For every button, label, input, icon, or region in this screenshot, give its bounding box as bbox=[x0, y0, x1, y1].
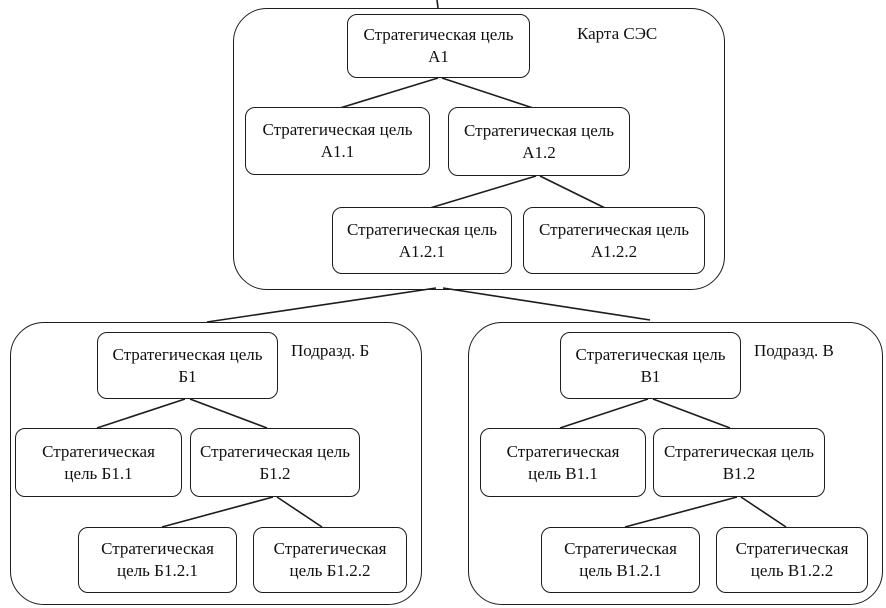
connector-b1-b12 bbox=[189, 398, 268, 429]
connector-v1-v11 bbox=[559, 398, 649, 429]
node-goal-b1-2-1: Стратегическая цель Б1.2.1 bbox=[78, 527, 237, 593]
node-goal-a1-2-2: Стратегическая цель А1.2.2 bbox=[523, 207, 705, 274]
connector-ses-v bbox=[442, 287, 651, 321]
connector-a1-a11 bbox=[339, 77, 439, 109]
node-goal-b1-2-2: Стратегическая цель Б1.2.2 bbox=[253, 527, 407, 593]
connector-b12-b121 bbox=[161, 496, 274, 528]
connector-b12-b122 bbox=[276, 496, 323, 528]
node-goal-v1-2-1: Стратегическая цель В1.2.1 bbox=[541, 527, 700, 593]
node-goal-a1-2-1: Стратегическая цель А1.2.1 bbox=[332, 207, 512, 274]
node-goal-v1-1: Стратегическая цель В1.1 bbox=[480, 428, 646, 497]
group-ses-map bbox=[233, 8, 725, 290]
group-label-subdivision-v: Подразд. В bbox=[754, 341, 834, 360]
group-label-subdivision-b: Подразд. Б bbox=[291, 341, 370, 360]
node-goal-v1: Стратегическая цель В1 bbox=[560, 332, 741, 399]
node-goal-b1: Стратегическая цель Б1 bbox=[97, 332, 278, 399]
connector-v12-v121 bbox=[624, 496, 738, 528]
group-subdivision-v bbox=[468, 322, 883, 605]
group-subdivision-b bbox=[10, 322, 422, 605]
connector-a12-a122 bbox=[539, 175, 606, 209]
node-goal-a1: Стратегическая цель А1 bbox=[347, 14, 530, 78]
group-label-ses-map: Карта СЭС bbox=[577, 24, 658, 43]
node-goal-a1-1: Стратегическая цель А1.1 bbox=[245, 107, 430, 175]
connector-top-stub bbox=[436, 0, 439, 9]
connector-b1-b11 bbox=[96, 398, 186, 429]
node-goal-b1-2: Стратегическая цель Б1.2 bbox=[190, 428, 360, 497]
connector-ses-b bbox=[206, 287, 437, 323]
connector-a12-a121 bbox=[429, 175, 537, 209]
node-goal-v1-2-2: Стратегическая цель В1.2.2 bbox=[716, 527, 868, 593]
node-goal-b1-1: Стратегическая цель Б1.1 bbox=[15, 428, 182, 497]
connector-v1-v12 bbox=[652, 398, 731, 429]
connector-a1-a12 bbox=[441, 77, 534, 109]
node-goal-v1-2: Стратегическая цель В1.2 bbox=[653, 428, 825, 497]
connector-v12-v122 bbox=[740, 496, 787, 528]
node-goal-a1-2: Стратегическая цель А1.2 bbox=[448, 107, 630, 176]
